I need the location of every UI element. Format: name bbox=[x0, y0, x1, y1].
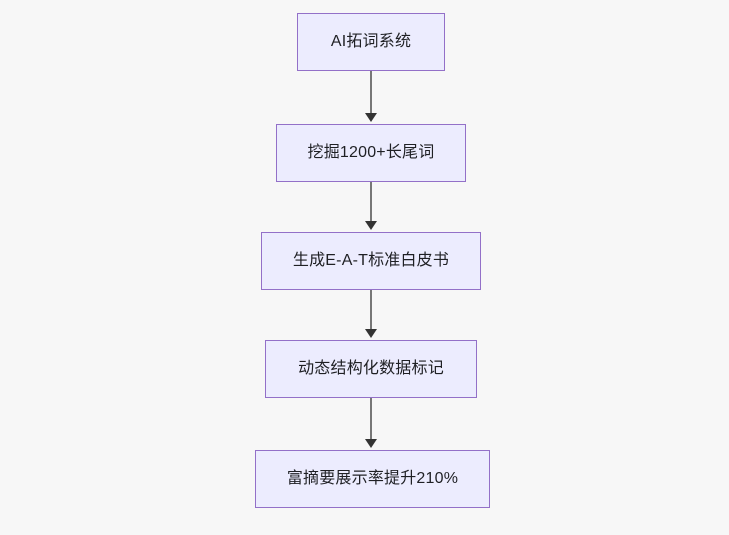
arrowhead-n1-n2 bbox=[365, 113, 377, 122]
node-label: 生成E-A-T标准白皮书 bbox=[292, 252, 450, 270]
arrowhead-n4-n5 bbox=[365, 439, 377, 448]
arrowhead-n3-n4 bbox=[365, 329, 377, 338]
flowchart-node-rich-snippet-rate-increase[interactable]: 富摘要展示率提升210% bbox=[255, 450, 490, 508]
edge-n3-n4 bbox=[370, 290, 372, 331]
flowchart-node-dynamic-structured-data-markup[interactable]: 动态结构化数据标记 bbox=[265, 340, 477, 398]
flowchart-node-generate-eat-whitepaper[interactable]: 生成E-A-T标准白皮书 bbox=[261, 232, 481, 290]
node-label: 富摘要展示率提升210% bbox=[286, 470, 459, 488]
node-label: 动态结构化数据标记 bbox=[298, 360, 444, 378]
flowchart-node-mine-longtail-keywords[interactable]: 挖掘1200+长尾词 bbox=[276, 124, 466, 182]
edge-n1-n2 bbox=[370, 71, 372, 115]
edge-n2-n3 bbox=[370, 182, 372, 223]
node-label: AI拓词系统 bbox=[330, 33, 412, 51]
flowchart-node-ai-keyword-system[interactable]: AI拓词系统 bbox=[297, 13, 445, 71]
node-label: 挖掘1200+长尾词 bbox=[307, 144, 435, 162]
edge-n4-n5 bbox=[370, 398, 372, 441]
arrowhead-n2-n3 bbox=[365, 221, 377, 230]
